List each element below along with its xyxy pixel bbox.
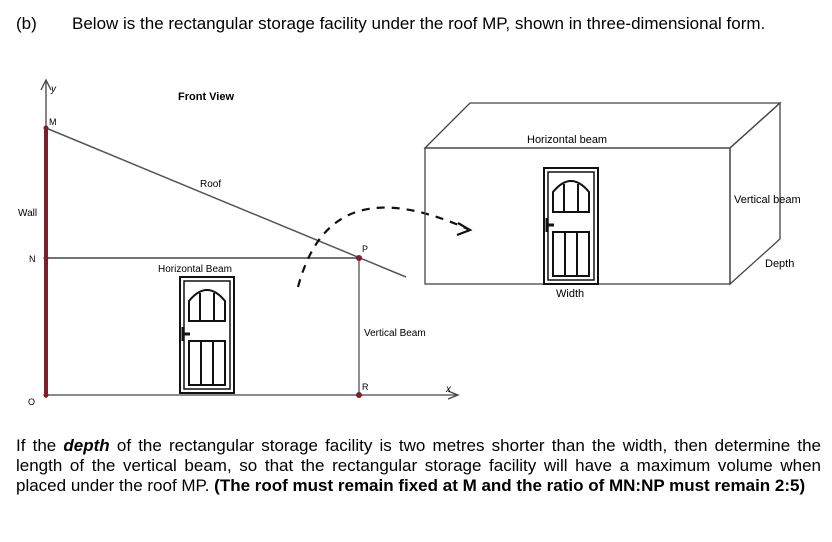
point-r-label: R: [362, 382, 369, 392]
roof-line: [45, 127, 407, 278]
question-intro: Below is the rectangular storage facilit…: [72, 14, 766, 33]
box-vertical-beam-label: Vertical beam: [734, 194, 801, 206]
question-body-middle: of the rectangular storage facility is t…: [16, 436, 821, 495]
front-view-title: Front View: [178, 91, 234, 103]
transition-arrow: [296, 206, 471, 288]
point-o-dot: [43, 392, 49, 398]
y-axis-arrow: [40, 78, 52, 91]
point-m-dot: [43, 125, 49, 131]
point-p-dot: [356, 255, 362, 261]
point-n-dot: [43, 255, 49, 261]
part-label: (b): [16, 14, 37, 33]
x-axis-arrow: [447, 390, 460, 400]
x-axis-label: x: [445, 384, 452, 395]
vertical-beam-label: Vertical Beam: [364, 328, 426, 339]
depth-emphasis: depth: [63, 436, 110, 455]
point-o-label: O: [28, 397, 35, 407]
question-body-prefix: If the: [16, 436, 64, 455]
front-door-icon: [178, 275, 236, 395]
y-axis-label: y: [50, 84, 57, 95]
wall-label: Wall: [18, 208, 37, 219]
box-horizontal-beam-label: Horizontal beam: [527, 134, 607, 146]
question-body: If the depth of the rectangular storage …: [16, 436, 821, 496]
box-width-label: Width: [556, 288, 584, 300]
question-constraint: (The roof must remain fixed at M and the…: [214, 476, 806, 495]
transition-arrow-head: [456, 222, 473, 237]
point-m-label: M: [49, 117, 57, 127]
point-n-label: N: [29, 254, 36, 264]
point-r-dot: [356, 392, 362, 398]
box-depth-label: Depth: [765, 258, 794, 270]
point-p-label: P: [362, 244, 368, 254]
roof-label: Roof: [200, 179, 221, 190]
horizontal-beam-label: Horizontal Beam: [158, 264, 232, 275]
box-door-icon: [542, 166, 600, 286]
